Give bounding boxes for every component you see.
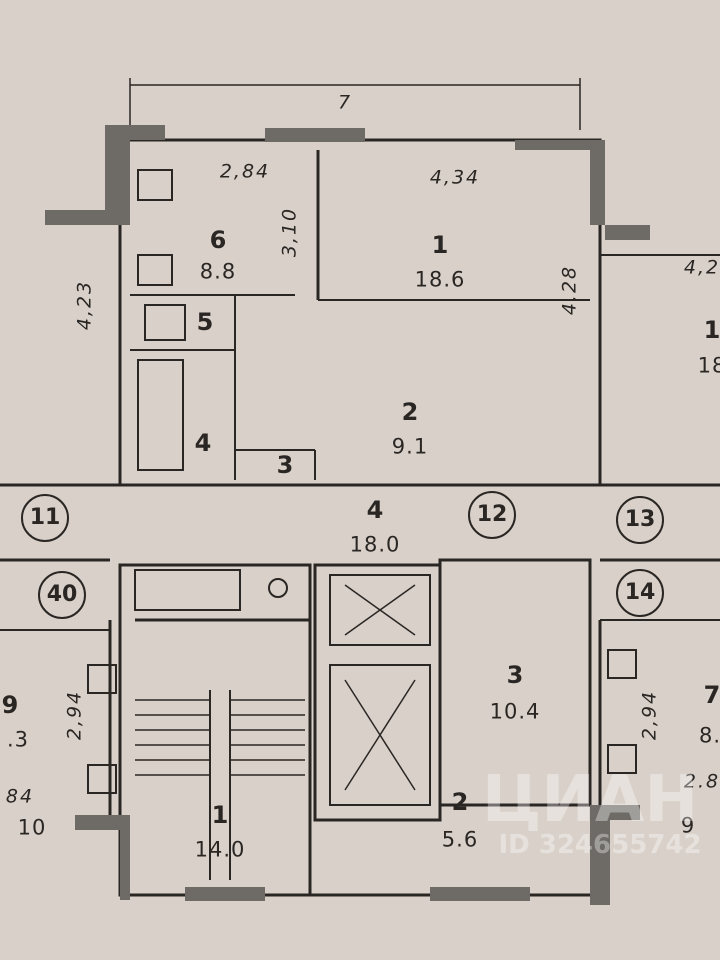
watermark-brand: ЦИАН: [481, 763, 699, 837]
right-neighbor-number: 7: [703, 681, 720, 709]
room-width: 4,34: [429, 166, 481, 189]
apartment-marker-11: 11: [21, 494, 69, 542]
apartment-marker-13: 13: [616, 496, 664, 544]
room-3-number: 3: [276, 451, 294, 479]
overall-dimension: 7: [337, 91, 353, 114]
left-axis-label: 10: [17, 815, 47, 840]
elevator-shaft: [313, 563, 442, 822]
left-neighbor-number: 9: [1, 691, 19, 719]
lobby-number: 2: [451, 788, 469, 816]
stair-area: 14.0: [194, 837, 246, 862]
room-4-number: 4: [194, 429, 212, 457]
corridor-area: 18.0: [349, 532, 401, 557]
left-neighbor-dim2: 84: [5, 785, 35, 808]
hall-number: 3: [506, 661, 524, 689]
left-depth: 4,23: [73, 279, 96, 331]
room-1-number: 1: [431, 231, 449, 259]
kitchen-width: 2,84: [219, 160, 271, 183]
structural-wall: [45, 125, 165, 225]
right-neighbor-area: 8.: [698, 723, 720, 748]
room-depth: 4.28: [558, 264, 581, 316]
corridor-number: 4: [366, 496, 384, 524]
kitchen-depth: 3,10: [278, 206, 301, 258]
apartment-marker-40: 40: [38, 571, 86, 619]
room-2-number: 2: [401, 398, 419, 426]
room-5-number: 5: [196, 308, 214, 336]
room-6-area: 8.8: [199, 259, 237, 284]
right-axis-label: 9: [680, 813, 696, 838]
right-neighbor-dim2: 2.8: [683, 770, 720, 793]
right-neighbor-dim: 2,94: [638, 689, 661, 741]
watermark-id: ID 324655742: [498, 830, 702, 860]
left-neighbor-area: .3: [6, 727, 30, 752]
apartment-marker-12: 12: [468, 491, 516, 539]
right-top-dim: 4,2: [683, 256, 720, 279]
hall-area: 10.4: [489, 699, 541, 724]
lobby-area: 5.6: [441, 827, 479, 852]
apartment-outline: [118, 138, 602, 487]
room-2-area: 9.1: [391, 434, 429, 459]
stair-number: 1: [211, 801, 229, 829]
apartment-marker-14: 14: [616, 569, 664, 617]
right-top-area: 18: [697, 353, 720, 378]
left-neighbor-dim: 2,94: [63, 689, 86, 741]
right-top-number: 1: [703, 316, 720, 344]
room-6-number: 6: [209, 226, 227, 254]
room-1-area: 18.6: [414, 267, 466, 292]
